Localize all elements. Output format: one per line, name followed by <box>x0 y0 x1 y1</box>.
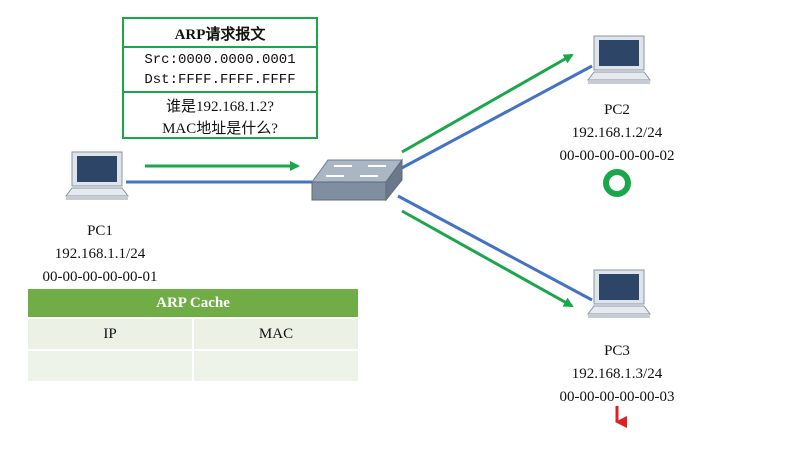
flow-arrow-switch-to-pc2 <box>401 53 574 154</box>
pc1-computer-icon <box>65 151 129 200</box>
link-switch-pc2 <box>397 64 593 172</box>
pc1-name: PC1 <box>87 223 113 239</box>
pc1-mac: 00-00-00-00-00-01 <box>42 269 158 285</box>
table-row <box>28 349 358 381</box>
arp-cache-header-row: IP MAC <box>28 317 358 349</box>
pc3-name: PC3 <box>604 343 630 359</box>
arp-cache-header-ip: IP <box>103 326 117 342</box>
pc2-mac: 00-00-00-00-00-02 <box>559 148 675 164</box>
arp-packet-question-ip: 谁是192.168.1.2? <box>166 99 274 115</box>
arp-packet-divider <box>124 91 316 93</box>
arp-cache-table: ARP Cache IP MAC <box>28 289 358 381</box>
arp-cache-title: ARP Cache <box>28 289 358 317</box>
accept-marker-icon <box>603 169 631 197</box>
pc3-mac: 00-00-00-00-00-03 <box>559 389 675 405</box>
arp-cache-cell-ip <box>28 351 192 381</box>
arp-packet-question-mac: MAC地址是什么? <box>162 121 278 137</box>
switch-icon <box>311 158 403 202</box>
link-switch-pc3 <box>397 194 593 302</box>
pc2-name: PC2 <box>604 102 630 118</box>
pc3-label: PC3 192.168.1.3/24 00-00-00-00-00-03 <box>537 340 697 409</box>
pc2-label: PC2 192.168.1.2/24 00-00-00-00-00-02 <box>537 99 697 168</box>
arp-packet-title: ARP请求报文 <box>174 27 266 43</box>
arp-cache-header-mac: MAC <box>192 319 358 349</box>
arp-packet-dst: Dst:FFFF.FFFF.FFFF <box>144 72 296 88</box>
flow-arrow-switch-to-pc3 <box>401 209 574 308</box>
pc2-ip: 192.168.1.2/24 <box>571 125 663 141</box>
pc2-computer-icon <box>587 35 651 84</box>
arp-packet-src: Src:0000.0000.0001 <box>144 52 296 68</box>
pc1-label: PC1 192.168.1.1/24 00-00-00-00-00-01 <box>20 220 180 289</box>
arp-packet-divider <box>124 46 316 48</box>
pc3-ip: 192.168.1.3/24 <box>571 366 663 382</box>
pc3-computer-icon <box>587 269 651 318</box>
arp-cache-cell-mac <box>192 351 358 381</box>
arp-request-packet: ARP请求报文 Src:0000.0000.0001 Dst:FFFF.FFFF… <box>122 17 318 139</box>
pc1-ip: 192.168.1.1/24 <box>54 246 146 262</box>
